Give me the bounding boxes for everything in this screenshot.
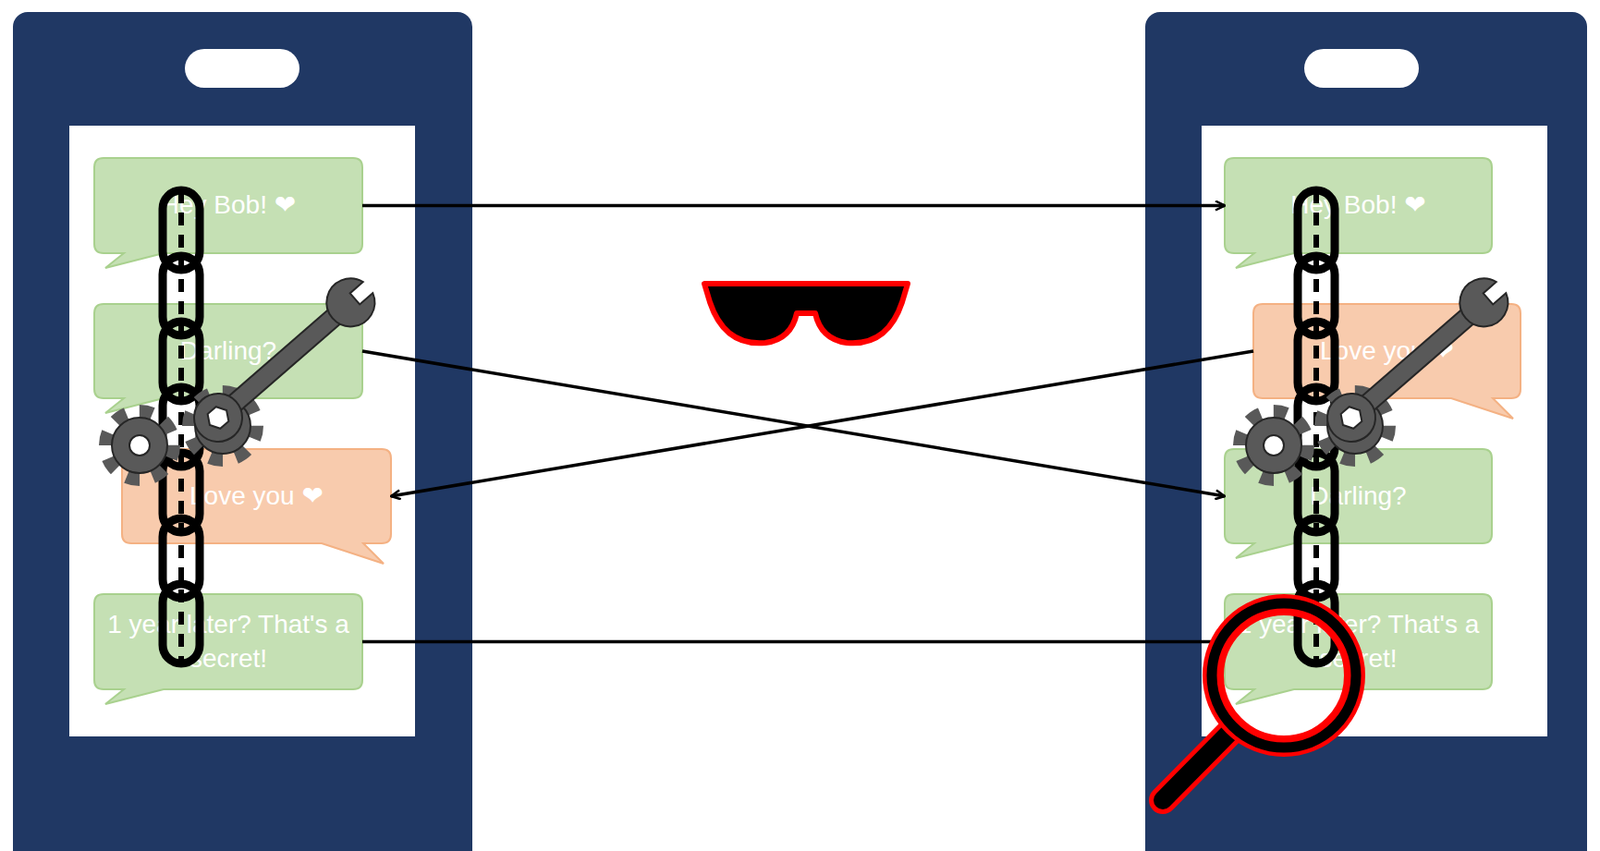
bubble-text-box: Darling?: [94, 304, 363, 399]
chat-bubble: Hey Bob! ❤: [1224, 158, 1492, 254]
bubble-outline: [1224, 594, 1492, 690]
message-arrow: [362, 351, 1225, 497]
chat-bubble: 1 year later? That's a secret!: [94, 594, 363, 690]
bubble-shape: [1224, 449, 1492, 559]
bubble-text-box: 1 year later? That's a secret!: [1224, 594, 1492, 690]
chat-bubble: Darling?: [1224, 449, 1492, 544]
message-text: Hey Bob! ❤: [1290, 188, 1426, 222]
bubble-shape: [94, 158, 363, 269]
phone-screen: [69, 125, 416, 737]
chat-bubble: Love you ❤: [122, 449, 391, 544]
bubble-text-box: Hey Bob! ❤: [1224, 158, 1492, 254]
phone-screen: [1201, 125, 1548, 737]
chat-bubble: Hey Bob! ❤: [94, 158, 363, 254]
magnifier-lens-edge: [1221, 613, 1346, 738]
chat-bubble: Darling?: [94, 304, 363, 399]
magnifier-rim-outline: [1211, 603, 1356, 748]
gear-symbol: [189, 392, 257, 460]
message-text: Love you ❤: [1319, 334, 1454, 368]
gear-symbol: [1240, 412, 1307, 479]
message-arrow: [362, 640, 1225, 645]
bubble-shape: [1224, 594, 1492, 705]
wrench-symbol: [1317, 269, 1517, 452]
message-text: 1 year later? That's a secret!: [103, 608, 354, 676]
message-arrow: [390, 351, 1254, 497]
sunglasses-shape: [704, 283, 908, 343]
chat-bubble: 1 year later? That's a secret!: [1224, 594, 1492, 690]
bubble-shape: [94, 594, 363, 705]
message-text: 1 year later? That's a secret!: [1233, 608, 1483, 676]
phone-body: [12, 12, 473, 851]
bubble-text-box: Darling?: [1224, 449, 1492, 544]
magnifier-handle: [1162, 730, 1233, 801]
magnifier-symbol: [1162, 603, 1356, 801]
sunglasses-symbol: [704, 283, 908, 343]
message-text: Darling?: [1309, 479, 1406, 513]
bubble-text-box: Love you ❤: [1253, 304, 1521, 399]
gear-symbol: [1321, 392, 1389, 460]
message-text: Hey Bob! ❤: [160, 188, 296, 222]
bubble-shape: [1253, 304, 1521, 419]
bubble-shape: [1224, 158, 1492, 269]
chat-bubble: Love you ❤: [1253, 304, 1521, 399]
phone-speaker: [184, 48, 300, 88]
wrench-symbol: [183, 269, 384, 452]
message-text: Darling?: [180, 334, 277, 368]
gear-symbol: [106, 412, 173, 479]
bubble-text-box: Love you ❤: [122, 449, 391, 544]
phone-body: [1145, 12, 1588, 851]
bubble-outline: [94, 594, 363, 690]
bubble-text-box: 1 year later? That's a secret!: [94, 594, 363, 690]
bubble-shape: [122, 449, 391, 564]
phone-speaker: [1304, 48, 1419, 88]
magnifier-handle-outline: [1162, 730, 1233, 801]
message-arrow: [362, 204, 1225, 208]
chain-symbol: [162, 190, 200, 664]
bubble-shape: [94, 304, 363, 414]
bubble-text-box: Hey Bob! ❤: [94, 158, 363, 254]
chain-symbol: [1297, 190, 1335, 664]
magnifier-rim: [1211, 603, 1356, 748]
message-text: Love you ❤: [189, 479, 324, 513]
